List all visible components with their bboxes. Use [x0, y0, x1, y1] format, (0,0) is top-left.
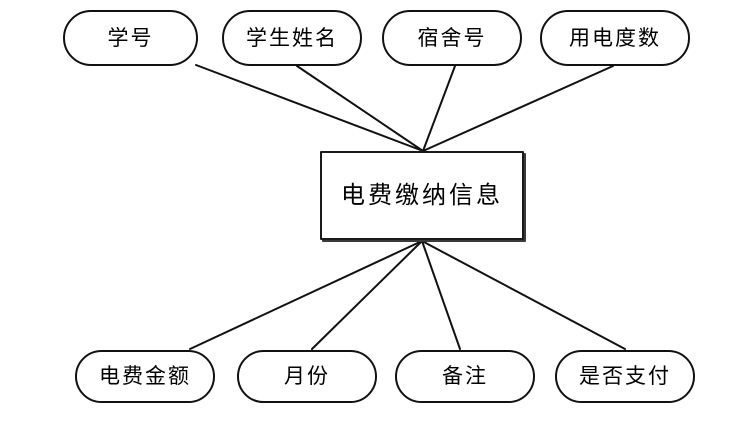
attr-student-id-label: 学号	[107, 25, 154, 50]
attr-remark-label: 备注	[442, 364, 488, 388]
attr-student-name-label: 学生姓名	[246, 25, 338, 50]
attr-fee-amount-label: 电费金额	[99, 364, 191, 388]
edge-is-paid	[421, 240, 626, 350]
attr-student-name[interactable]: 学生姓名	[222, 10, 362, 66]
attr-remark[interactable]: 备注	[395, 350, 535, 403]
attr-is-paid-label: 是否支付	[579, 364, 671, 388]
edge-remark	[421, 240, 461, 350]
edge-student-id	[195, 64, 424, 152]
entity-main[interactable]: 电费缴纳信息	[320, 151, 524, 240]
attr-month[interactable]: 月份	[237, 350, 377, 403]
attr-fee-amount[interactable]: 电费金额	[75, 350, 215, 403]
attr-dorm-number-label: 宿舍号	[417, 25, 487, 50]
attr-is-paid[interactable]: 是否支付	[555, 350, 695, 403]
attr-student-id[interactable]: 学号	[63, 10, 198, 66]
edge-student-name	[296, 65, 424, 152]
edge-dorm-number	[422, 65, 456, 152]
edge-power-usage	[422, 65, 614, 152]
attr-dorm-number[interactable]: 宿舍号	[382, 10, 522, 66]
attr-power-usage-label: 用电度数	[569, 25, 661, 50]
edge-month	[311, 240, 423, 350]
entity-main-label: 电费缴纳信息	[341, 182, 503, 209]
attr-month-label: 月份	[284, 364, 330, 388]
attr-power-usage[interactable]: 用电度数	[540, 10, 690, 66]
edge-fee-amount	[189, 240, 423, 350]
